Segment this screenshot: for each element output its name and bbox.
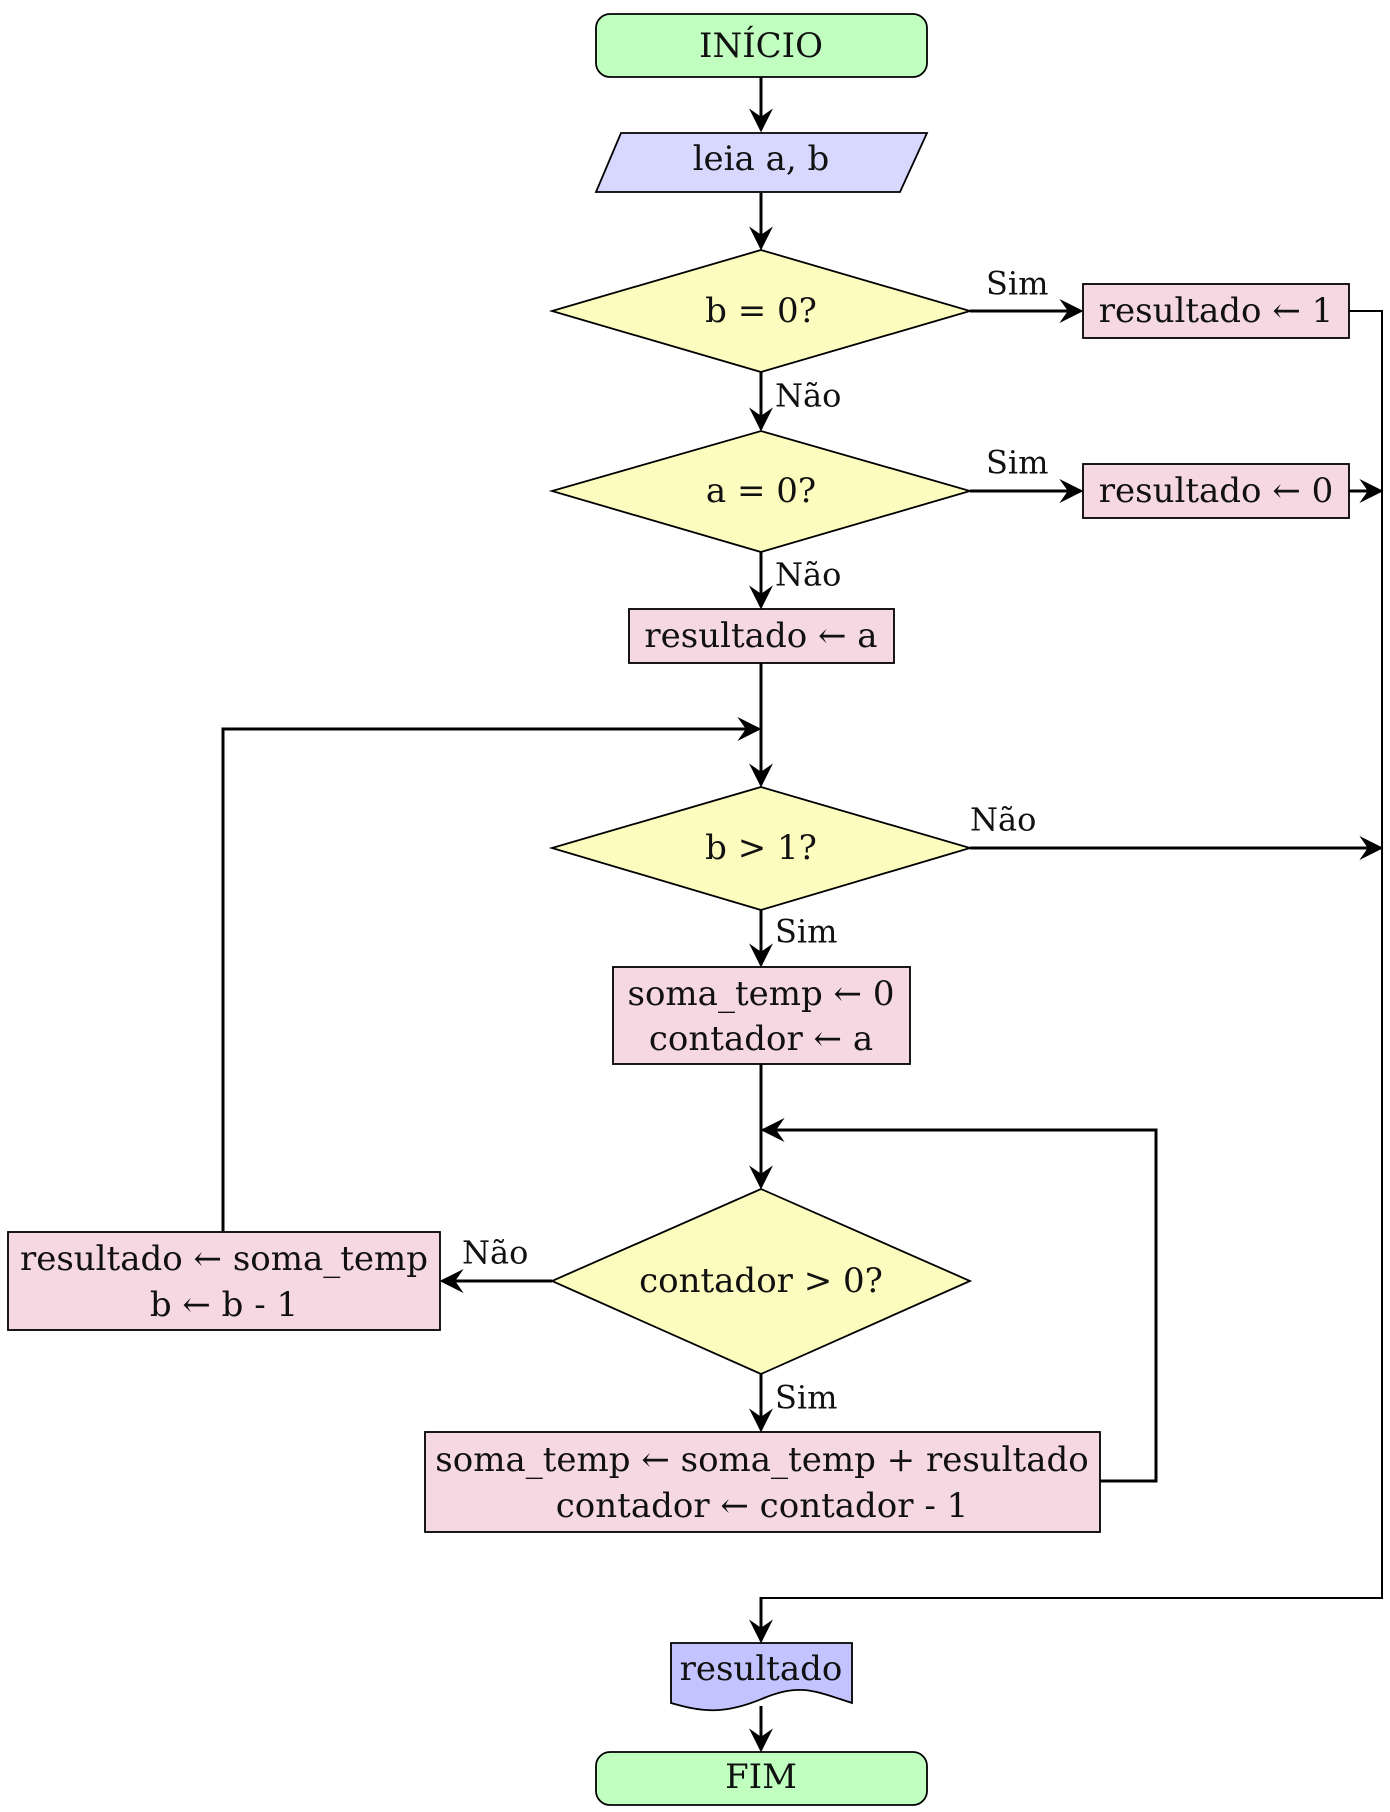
- result-one-label: resultado ← 1: [1099, 291, 1334, 331]
- decision-b-greater-one-label: b > 1?: [705, 828, 817, 868]
- loop-body-line-2: contador ← contador - 1: [556, 1486, 969, 1526]
- edge-labels: Sim Não Sim Não Não Sim Não Sim: [462, 265, 1049, 1417]
- read-label: leia a, b: [693, 139, 830, 179]
- init-loop-shape: [612, 966, 911, 1065]
- decision-counter-greater-zero-label: contador > 0?: [639, 1261, 883, 1301]
- decision-counter-greater-zero: contador > 0?: [549, 1188, 973, 1375]
- start-label: INÍCIO: [699, 25, 823, 66]
- edges: [221, 77, 1384, 1753]
- output-document-label: resultado: [680, 1649, 843, 1689]
- label-b1-yes: Sim: [775, 913, 838, 951]
- decision-counter-greater-zero-shape: [549, 1188, 973, 1375]
- output-document-node: resultado: [670, 1642, 853, 1712]
- label-a0-yes: Sim: [986, 444, 1049, 482]
- label-b0-no: Não: [775, 377, 841, 415]
- label-cont-no: Não: [462, 1234, 528, 1272]
- loop-body-line-1: soma_temp ← soma_temp + resultado: [435, 1440, 1088, 1480]
- start-node: INÍCIO: [595, 13, 928, 78]
- output-document-shape: [670, 1642, 853, 1712]
- edge-loop-back-outer: [221, 717, 762, 1231]
- decision-b-greater-one: b > 1?: [548, 786, 974, 911]
- decision-a-equals-zero-label: a = 0?: [706, 471, 816, 511]
- decision-b-greater-one-shape: [548, 786, 974, 911]
- end-label: FIM: [725, 1757, 797, 1797]
- result-a-label: resultado ← a: [644, 616, 877, 656]
- init-loop-line-1: soma_temp ← 0: [628, 974, 895, 1014]
- update-outer-line-2: b ← b - 1: [150, 1285, 298, 1325]
- result-zero-shape: [1082, 463, 1350, 519]
- result-one-shape: [1082, 283, 1350, 339]
- loop-body-node: soma_temp ← soma_temp + resultado contad…: [424, 1431, 1101, 1533]
- result-one-node: resultado ← 1: [1082, 283, 1350, 339]
- loop-body-shape: [424, 1431, 1101, 1533]
- result-zero-label: resultado ← 0: [1099, 471, 1334, 511]
- update-outer-shape: [7, 1231, 441, 1331]
- init-loop-node: soma_temp ← 0 contador ← a: [612, 966, 911, 1065]
- result-a-shape: [628, 608, 895, 664]
- update-outer-line-1: resultado ← soma_temp: [20, 1239, 428, 1279]
- start-shape: [595, 13, 928, 78]
- decision-b-equals-zero-label: b = 0?: [705, 291, 817, 331]
- label-a0-no: Não: [775, 556, 841, 594]
- label-b1-no: Não: [970, 801, 1036, 839]
- label-cont-yes: Sim: [775, 1379, 838, 1417]
- edge-loop-back-inner: [760, 1118, 1158, 1483]
- result-zero-node: resultado ← 0: [1082, 463, 1350, 519]
- decision-b-equals-zero-shape: [548, 249, 974, 373]
- decision-b-equals-zero: b = 0?: [548, 249, 974, 373]
- edge-res1-merge-to-output: [761, 310, 1383, 1599]
- read-node: leia a, b: [594, 132, 929, 193]
- read-shape: [594, 132, 929, 193]
- label-b0-yes: Sim: [986, 265, 1049, 303]
- update-outer-node: resultado ← soma_temp b ← b - 1: [7, 1231, 441, 1331]
- decision-a-equals-zero: a = 0?: [548, 430, 974, 553]
- decision-a-equals-zero-shape: [548, 430, 974, 553]
- end-shape: [595, 1751, 928, 1806]
- result-a-node: resultado ← a: [628, 608, 895, 664]
- init-loop-line-2: contador ← a: [649, 1019, 873, 1059]
- end-node: FIM: [595, 1751, 928, 1806]
